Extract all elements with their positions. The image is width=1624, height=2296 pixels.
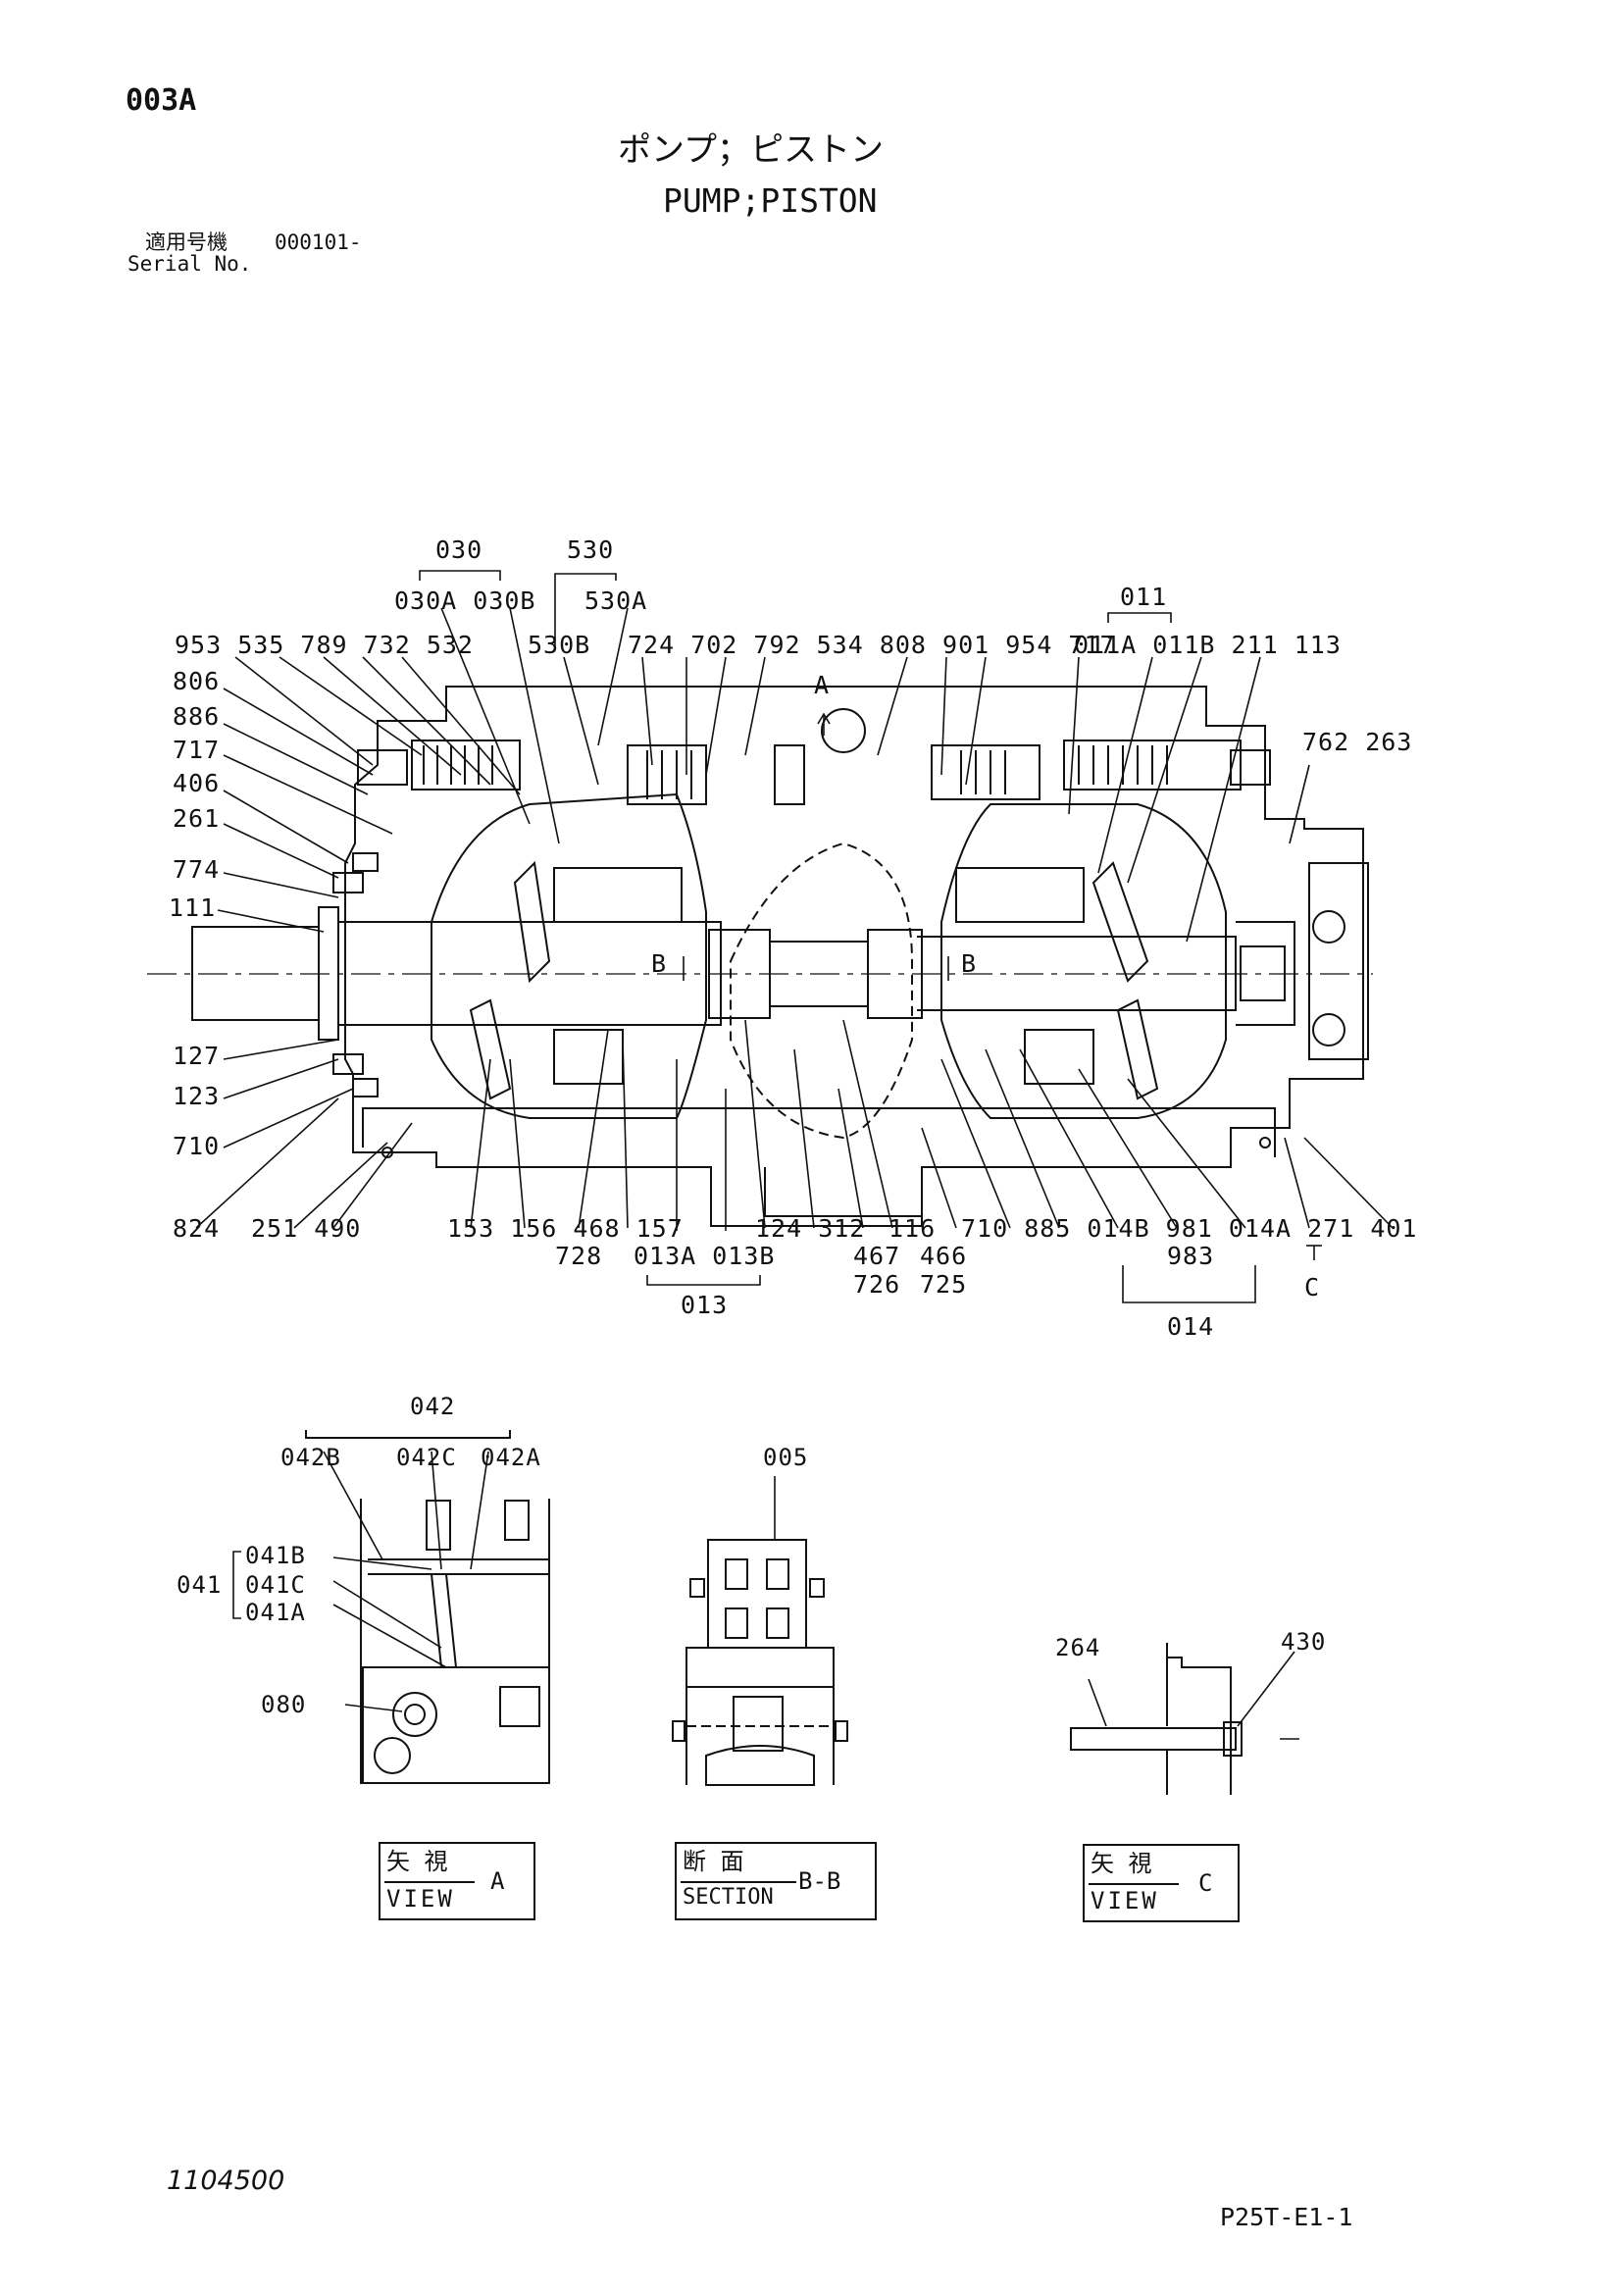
- title-japanese: ポンプ；ピストン: [618, 130, 884, 170]
- callout-824: 824: [173, 1214, 221, 1243]
- callout-710-left: 710: [173, 1132, 221, 1160]
- callout-261: 261: [173, 804, 221, 833]
- section-mark-c: C: [1304, 1273, 1321, 1301]
- section-mark-b-right: B: [961, 949, 978, 978]
- view-c-label-jp: 矢 視: [1091, 1850, 1152, 1877]
- callout-725: 725: [920, 1270, 968, 1299]
- callout-013a-013b: 013A 013B: [634, 1242, 776, 1270]
- title-english: PUMP;PISTON: [663, 181, 878, 220]
- callout-row-top-middle: 724 702 792 534 808 901 954 717: [628, 631, 1116, 659]
- callout-group-030: 030: [435, 536, 483, 564]
- section-bb-label-letter: B-B: [798, 1867, 841, 1895]
- view-a-part-042a: 042A: [481, 1444, 541, 1471]
- serial-label-english: Serial No.: [127, 252, 252, 276]
- callout-726: 726: [853, 1270, 901, 1299]
- view-c-label-underline: [1089, 1883, 1179, 1885]
- callout-123: 123: [173, 1082, 221, 1110]
- view-a-part-042b: 042B: [280, 1444, 341, 1471]
- callout-717: 717: [173, 736, 221, 764]
- callout-group-530: 530: [567, 536, 615, 564]
- view-c-part-430: 430: [1281, 1628, 1327, 1656]
- callout-983: 983: [1167, 1242, 1215, 1270]
- callout-886: 886: [173, 702, 221, 731]
- view-a-label-underline: [384, 1881, 475, 1883]
- drawing-number: 1104500: [167, 2166, 285, 2196]
- callout-406: 406: [173, 769, 221, 797]
- view-a-label-jp: 矢 視: [386, 1848, 448, 1875]
- section-bb-label-underline: [681, 1881, 796, 1883]
- callout-111: 111: [169, 893, 217, 922]
- callout-116: 116: [888, 1214, 937, 1243]
- callout-row-top-left: 953 535 789 732 532: [175, 631, 474, 659]
- callout-806: 806: [173, 667, 221, 695]
- view-a-part-041c: 041C: [245, 1571, 306, 1599]
- view-c-label-en: VIEW: [1091, 1887, 1159, 1914]
- callout-row-top-right: 011A 011B 211 113: [1074, 631, 1342, 659]
- section-bb-part-005: 005: [763, 1444, 809, 1471]
- view-a-group-042: 042: [410, 1393, 456, 1420]
- callout-row-030a-030b: 030A 030B: [394, 587, 536, 615]
- callout-466: 466: [920, 1242, 968, 1270]
- view-a-part-041b: 041B: [245, 1542, 306, 1569]
- serial-number-value: 000101-: [275, 230, 362, 254]
- view-a-label-letter: A: [490, 1867, 505, 1895]
- callout-row-bottom-right: 710 885 014B 981 014A 271 401: [961, 1214, 1418, 1243]
- callout-774: 774: [173, 855, 221, 884]
- view-a-part-041a: 041A: [245, 1599, 306, 1626]
- callout-153-156-468-157: 153 156 468 157: [447, 1214, 684, 1243]
- callout-762-263: 762 263: [1302, 728, 1413, 756]
- callout-124-312: 124 312: [755, 1214, 866, 1243]
- section-bb-label-jp: 断 面: [683, 1848, 744, 1875]
- callout-530a: 530A: [584, 587, 648, 615]
- page-code: 003A: [126, 83, 197, 118]
- view-a-label-en: VIEW: [386, 1885, 455, 1913]
- footer-page-code: P25T-E1-1: [1220, 2203, 1353, 2231]
- callout-467: 467: [853, 1242, 901, 1270]
- section-bb-label-box: 断 面 SECTION B-B: [675, 1842, 877, 1920]
- section-mark-b-left: B: [651, 949, 668, 978]
- callout-251-490: 251 490: [251, 1214, 362, 1243]
- section-bb-label-en: SECTION: [683, 1885, 774, 1910]
- section-mark-a: A: [814, 671, 831, 699]
- callout-group-013: 013: [681, 1291, 729, 1319]
- callout-group-014: 014: [1167, 1312, 1215, 1341]
- callout-127: 127: [173, 1042, 221, 1070]
- view-c-label-letter: C: [1198, 1869, 1213, 1897]
- view-a-part-042c: 042C: [396, 1444, 457, 1471]
- callout-530b: 530B: [528, 631, 591, 659]
- serial-label-japanese: 適用号機: [145, 230, 228, 254]
- view-a-part-080: 080: [261, 1691, 307, 1718]
- view-c-part-264: 264: [1055, 1634, 1101, 1661]
- callout-728: 728: [555, 1242, 603, 1270]
- view-a-label-box: 矢 視 VIEW A: [379, 1842, 535, 1920]
- view-c-label-box: 矢 視 VIEW C: [1083, 1844, 1240, 1922]
- view-a-group-041: 041: [177, 1571, 223, 1599]
- callout-group-011: 011: [1120, 583, 1168, 611]
